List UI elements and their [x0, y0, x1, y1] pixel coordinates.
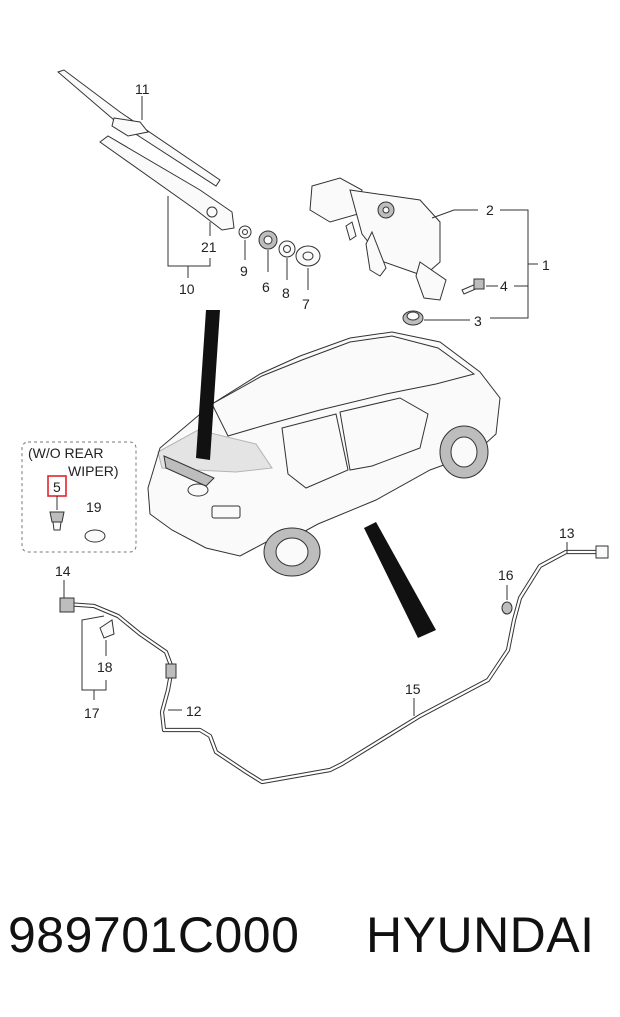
bracket-1 — [490, 209, 529, 319]
callout-8: 8 — [282, 285, 290, 301]
callout-11: 11 — [135, 81, 150, 97]
cap-19 — [84, 529, 106, 543]
callout-18: 18 — [97, 659, 113, 675]
callout-3: 3 — [474, 313, 482, 329]
bolt-4 — [461, 278, 485, 295]
callout-12: 12 — [186, 703, 202, 719]
callout-17: 17 — [84, 705, 100, 721]
cap-7 — [295, 245, 321, 267]
callout-15: 15 — [405, 681, 421, 697]
parts-diagram: 11 21 10 9 6 8 7 2 — [21, 69, 609, 785]
callout-16: 16 — [498, 567, 514, 583]
option-box — [21, 441, 137, 553]
nut-6 — [258, 230, 278, 250]
bushing-8 — [278, 240, 296, 258]
callout-21: 21 — [201, 239, 217, 255]
callout-10: 10 — [179, 281, 195, 297]
car-illustration — [147, 331, 501, 577]
callout-4: 4 — [500, 278, 508, 294]
callout-1: 1 — [542, 257, 550, 273]
callout-9: 9 — [240, 263, 248, 279]
callout-6: 6 — [262, 279, 270, 295]
footer: 989701C000 HYUNDAI — [0, 900, 620, 980]
brand-name: HYUNDAI — [366, 907, 595, 963]
callout-14: 14 — [55, 563, 71, 579]
bracket-10 — [167, 196, 211, 267]
pointer-wedge-hose — [364, 522, 436, 638]
callout-2: 2 — [486, 202, 494, 218]
wiper-motor — [309, 177, 447, 301]
part-number: 989701C000 — [8, 907, 300, 963]
callout-19: 19 — [86, 499, 102, 515]
washer-hose — [59, 545, 609, 785]
callout-13: 13 — [559, 525, 575, 541]
bracket-17 — [81, 615, 107, 691]
clip-16 — [501, 601, 513, 615]
option-box-line2: WIPER) — [68, 463, 119, 479]
callout-7: 7 — [302, 296, 310, 312]
plug-5 — [49, 511, 65, 531]
callout-5: 5 — [53, 479, 61, 495]
washer-9 — [238, 225, 252, 239]
wiper-arm — [57, 69, 235, 231]
pointer-wedge-motor — [196, 310, 220, 460]
grommet-3 — [402, 310, 424, 326]
option-box-line1: (W/O REAR — [28, 445, 103, 461]
